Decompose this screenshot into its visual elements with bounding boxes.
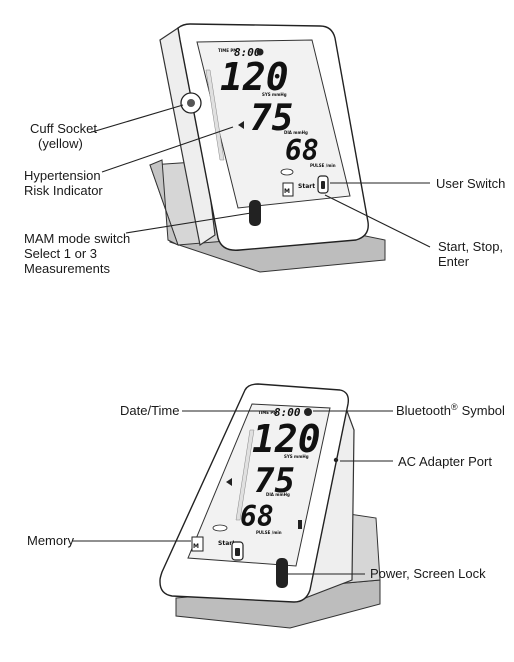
bottom-power-switch[interactable] <box>276 558 288 588</box>
top-dia-unit: DIA mmHg <box>284 130 308 135</box>
bottom-sys-value: 120 <box>252 417 321 461</box>
label-bluetooth: Bluetooth®Symbol <box>396 402 505 418</box>
label-date-time: Date/Time <box>120 403 179 418</box>
line-cuff-socket <box>91 104 184 133</box>
bottom-mam-switch[interactable] <box>298 520 302 529</box>
bottom-ac-port-icon <box>333 457 339 463</box>
bottom-risk-bar <box>235 429 255 521</box>
bottom-callout-lines <box>72 410 393 575</box>
top-time-tag: TIME PM <box>218 48 237 53</box>
bottom-start-button-inner <box>235 548 240 556</box>
label-cuff-socket: Cuff Socket (yellow) <box>30 121 101 151</box>
label-user-switch: User Switch <box>436 176 505 191</box>
bottom-sys-unit: SYS mmHg <box>284 454 309 459</box>
top-user-switch[interactable] <box>321 181 325 189</box>
top-cuff-socket-hole <box>187 99 195 107</box>
top-start-label: Start <box>298 183 315 190</box>
bottom-pulse-value: 68 <box>240 500 274 533</box>
bottom-time-value: 8:00 <box>274 406 301 419</box>
label-ac-adapter: AC Adapter Port <box>398 454 492 469</box>
label-hypertension: Hypertension Risk Indicator <box>24 168 104 198</box>
top-lcd-screen <box>196 39 351 209</box>
top-memory-icon <box>282 182 294 197</box>
bottom-dia-value: 75 <box>254 461 295 501</box>
top-sys-unit: SYS mmHg <box>262 92 287 97</box>
label-mam-switch: MAM mode switch Select 1 or 3 Measuremen… <box>24 231 134 276</box>
line-mam-switch <box>125 212 252 234</box>
bottom-bluetooth-icon <box>304 408 312 416</box>
top-user-icon <box>280 168 294 176</box>
bottom-device-illustration: TIME PM 8:00 120 SYS mmHg 75 DIA mmHg 68… <box>159 383 381 629</box>
label-start-stop: Start, Stop, Enter <box>438 239 507 269</box>
top-bluetooth-icon <box>256 48 264 56</box>
top-risk-bar <box>205 69 225 161</box>
bottom-time-tag: TIME PM <box>258 410 277 415</box>
top-time-value: 8:00 <box>234 46 261 59</box>
bottom-start-label: Start <box>218 540 235 547</box>
bottom-dia-unit: DIA mmHg <box>266 492 290 497</box>
top-pulse-value: 68 <box>285 134 319 167</box>
bottom-memory-glyph: M <box>193 543 199 550</box>
label-memory: Memory <box>27 533 74 548</box>
top-pulse-unit: PULSE /min <box>310 163 336 168</box>
top-memory-glyph: M <box>284 188 290 195</box>
label-power: Power, Screen Lock <box>370 566 486 581</box>
top-callout-lines <box>91 104 431 248</box>
bottom-pulse-unit: PULSE /min <box>256 530 282 535</box>
top-device-illustration: M TIME PM 8:00 120 SYS mmHg 75 DIA mmHg … <box>149 23 386 273</box>
top-sys-value: 120 <box>220 55 289 99</box>
top-cuff-holder-side <box>149 159 179 246</box>
top-mam-switch[interactable] <box>249 200 261 226</box>
line-hypertension <box>101 126 234 173</box>
bottom-risk-arrow-icon <box>226 478 232 486</box>
top-dia-value: 75 <box>250 98 293 139</box>
bottom-memory-icon[interactable] <box>191 536 204 552</box>
line-start-stop <box>324 194 431 248</box>
top-risk-arrow-icon <box>238 121 244 129</box>
bottom-user-icon <box>212 524 228 532</box>
